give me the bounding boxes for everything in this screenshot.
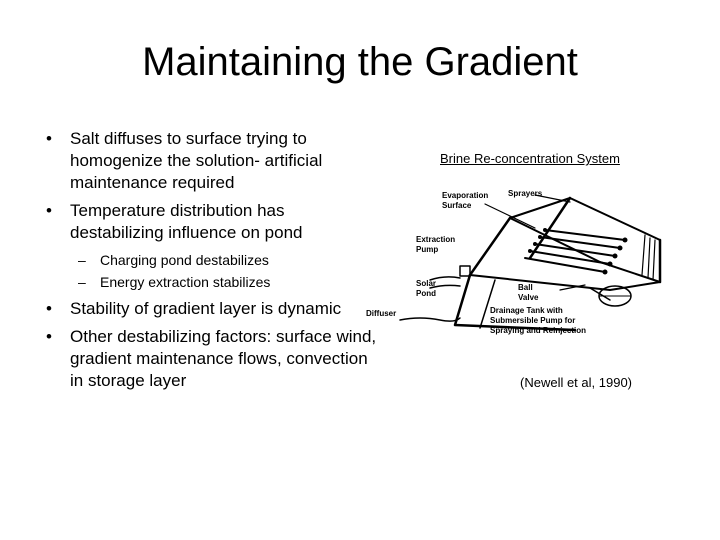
label-diffuser: Diffuser <box>366 309 396 318</box>
label-drainage-2: Submersible Pump for <box>490 316 575 325</box>
figure-caption: Brine Re-concentration System <box>440 151 620 166</box>
label-evaporation: Evaporation <box>442 191 488 200</box>
bullet-item: • Stability of gradient layer is dynamic <box>42 298 382 320</box>
brine-reconcentration-diagram: Evaporation Surface Sprayers Extraction … <box>366 189 662 335</box>
bullet-item: • Salt diffuses to surface trying to hom… <box>42 128 382 194</box>
label-pump: Pump <box>416 245 438 254</box>
figure-citation: (Newell et al, 1990) <box>520 375 632 390</box>
bullet-text: Salt diffuses to surface trying to homog… <box>70 129 323 192</box>
label-sprayers: Sprayers <box>508 189 543 198</box>
label-valve: Valve <box>518 293 539 302</box>
bullet-item: • Temperature distribution has destabili… <box>42 200 382 244</box>
label-extraction: Extraction <box>416 235 455 244</box>
bullet-glyph: • <box>46 201 52 220</box>
sub-bullet-glyph: – <box>78 274 86 290</box>
bullet-item: • Other destabilizing factors: surface w… <box>42 326 382 392</box>
sub-bullet-text: Energy extraction stabilizes <box>100 274 271 290</box>
bullet-text: Stability of gradient layer is dynamic <box>70 299 342 318</box>
label-drainage-1: Drainage Tank with <box>490 306 563 315</box>
bullet-list: • Salt diffuses to surface trying to hom… <box>42 128 382 398</box>
bullet-glyph: • <box>46 327 52 346</box>
sub-bullet-text: Charging pond destabilizes <box>100 252 269 268</box>
slide-title: Maintaining the Gradient <box>142 40 578 84</box>
label-solar: Solar <box>416 279 436 288</box>
label-pond: Pond <box>416 289 436 298</box>
bullet-glyph: • <box>46 129 52 148</box>
bullet-glyph: • <box>46 299 52 318</box>
bullet-text: Other destabilizing factors: surface win… <box>70 327 377 390</box>
label-surface: Surface <box>442 201 472 210</box>
sub-bullet-glyph: – <box>78 252 86 268</box>
sub-bullet-item: – Charging pond destabilizes <box>42 250 382 270</box>
sub-bullet-item: – Energy extraction stabilizes <box>42 272 382 292</box>
label-drainage-3: Spraying and Reinjection <box>490 326 586 335</box>
label-ball: Ball <box>518 283 533 292</box>
bullet-text: Temperature distribution has destabilizi… <box>70 201 303 242</box>
